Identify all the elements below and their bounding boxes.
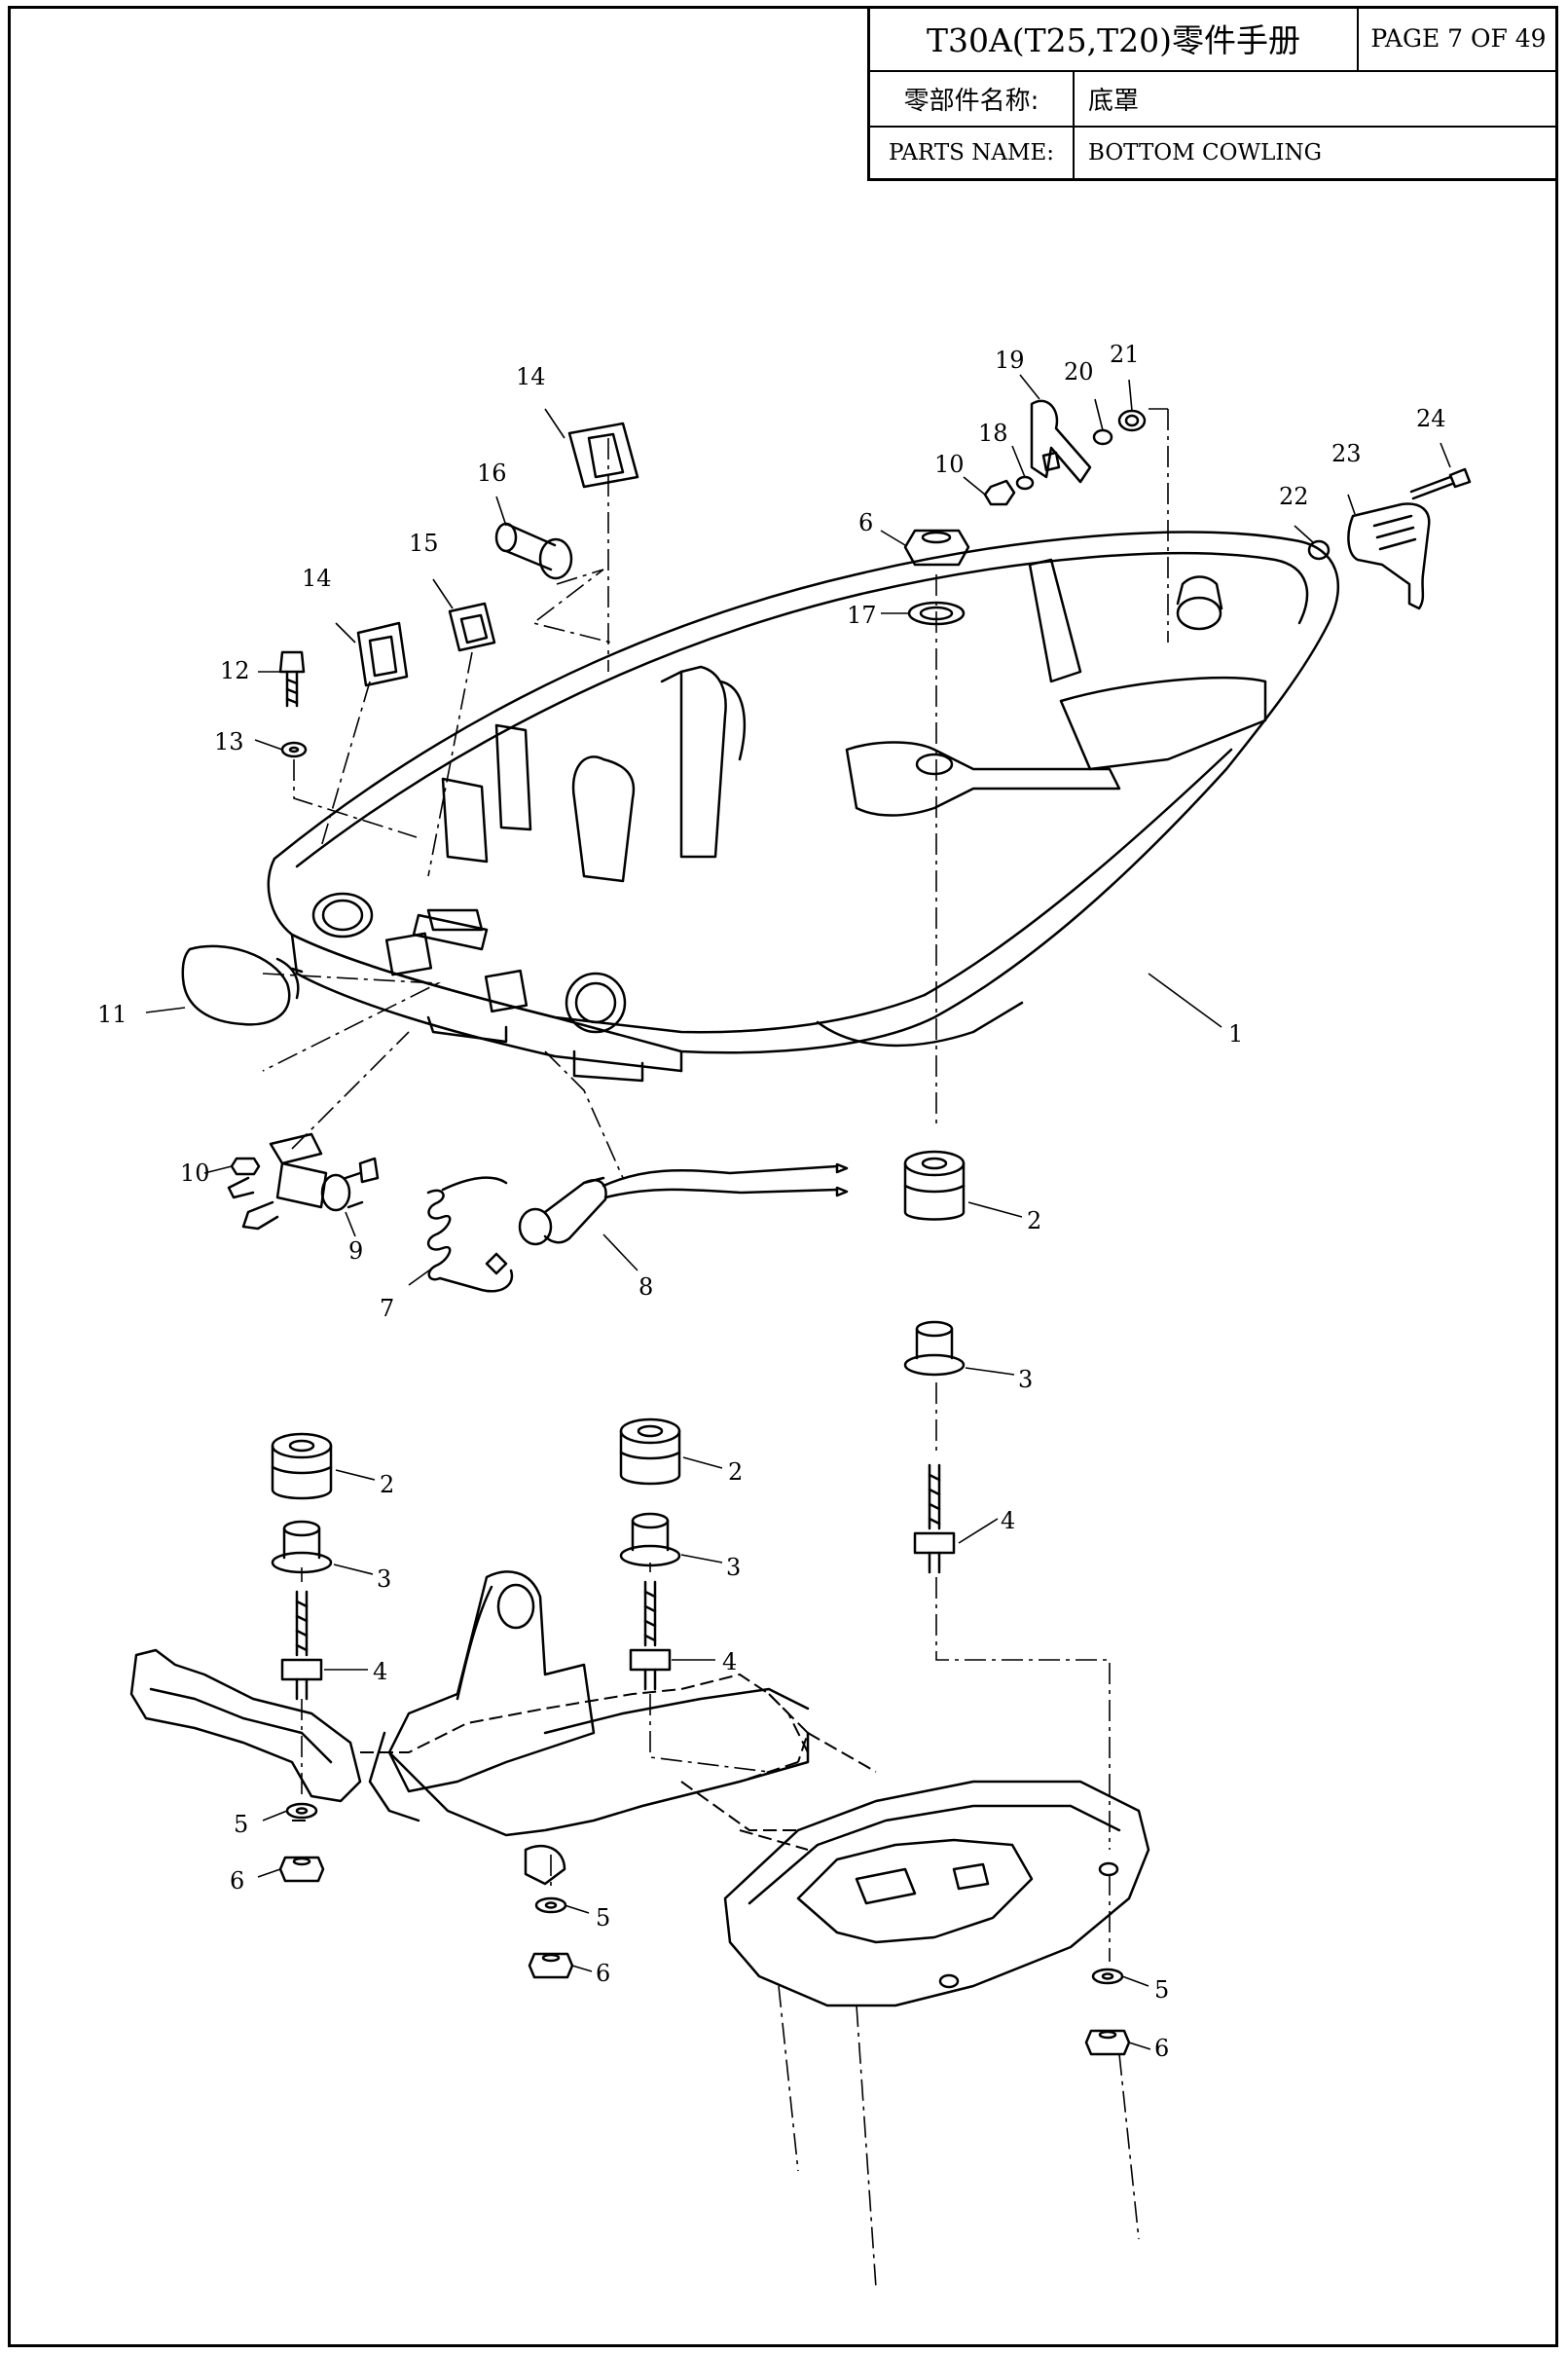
cowling-lock-part bbox=[1015, 399, 1472, 610]
callout-12: 12 bbox=[220, 657, 250, 684]
assembly-lines bbox=[262, 408, 1169, 2289]
callout-6: 6 bbox=[1154, 2035, 1169, 2062]
callout-3: 3 bbox=[377, 1565, 391, 1593]
page-border bbox=[8, 6, 1558, 2347]
grommet-plug-part bbox=[181, 944, 304, 1026]
fuel-connector-part bbox=[227, 1132, 380, 1231]
callout-3: 3 bbox=[726, 1554, 741, 1581]
collar-part bbox=[271, 1320, 966, 1574]
callout-5: 5 bbox=[596, 1904, 610, 1932]
callout-24: 24 bbox=[1416, 405, 1446, 432]
title-row: T30A(T25,T20)零件手册 PAGE 7 OF 49 bbox=[870, 6, 1558, 72]
callout-11: 11 bbox=[97, 1001, 128, 1028]
page-number: PAGE 7 OF 49 bbox=[1370, 23, 1547, 53]
callout-10: 10 bbox=[934, 451, 965, 478]
parts-name-label-en: PARTS NAME: bbox=[870, 128, 1075, 178]
manual-title: T30A(T25,T20)零件手册 bbox=[870, 6, 1359, 70]
mounting-bracket-part bbox=[129, 1570, 810, 1886]
callout-6: 6 bbox=[596, 1960, 610, 1987]
cn-name-row: 零部件名称: 底罩 bbox=[870, 72, 1558, 128]
en-name-row: PARTS NAME: BOTTOM COWLING bbox=[870, 128, 1558, 178]
callout-5: 5 bbox=[1154, 1976, 1169, 2004]
callout-22: 22 bbox=[1279, 483, 1309, 510]
callout-13: 13 bbox=[214, 728, 244, 755]
callout-10: 10 bbox=[180, 1159, 210, 1187]
callout-3: 3 bbox=[1018, 1366, 1033, 1393]
callout-14: 14 bbox=[302, 565, 332, 592]
callout-6: 6 bbox=[858, 509, 873, 536]
bottom-cowling-part bbox=[267, 531, 1340, 1083]
parts-name-value-cn: 底罩 bbox=[1088, 87, 1140, 116]
callout-4: 4 bbox=[722, 1648, 737, 1675]
callout-9: 9 bbox=[348, 1237, 363, 1265]
callout-2: 2 bbox=[380, 1471, 394, 1498]
callout-23: 23 bbox=[1331, 440, 1362, 467]
callout-21: 21 bbox=[1110, 341, 1140, 368]
engine-base-plate-part bbox=[723, 1780, 1150, 2007]
callout-4: 4 bbox=[373, 1658, 387, 1685]
callout-5: 5 bbox=[234, 1811, 248, 1838]
parts-name-label-cn: 零部件名称: bbox=[870, 72, 1075, 126]
rubber-grommet-part bbox=[271, 1150, 966, 1500]
callout-14: 14 bbox=[516, 363, 546, 390]
callout-15: 15 bbox=[409, 530, 439, 557]
callout-7: 7 bbox=[380, 1295, 394, 1322]
callout-18: 18 bbox=[978, 420, 1008, 447]
callout-6: 6 bbox=[230, 1867, 244, 1895]
callout-labels: 1 2 2 2 3 3 3 4 4 4 5 5 5 6 6 6 6 7 8 9 … bbox=[97, 341, 1446, 2062]
callout-2: 2 bbox=[1027, 1207, 1041, 1234]
lanyard-part bbox=[426, 1176, 514, 1293]
stud-bolt-part bbox=[280, 1463, 956, 1701]
grommet-sleeve-part bbox=[494, 522, 573, 580]
callout-20: 20 bbox=[1064, 358, 1094, 386]
callout-17: 17 bbox=[847, 602, 877, 629]
callout-4: 4 bbox=[1001, 1507, 1015, 1534]
leader-lines bbox=[145, 374, 1451, 2050]
hidden-lines bbox=[292, 1673, 877, 1851]
callout-16: 16 bbox=[477, 460, 507, 487]
washer-part bbox=[280, 601, 1124, 1985]
callout-19: 19 bbox=[995, 347, 1025, 374]
callout-2: 2 bbox=[728, 1458, 743, 1486]
bolt-part bbox=[278, 650, 306, 708]
callout-1: 1 bbox=[1228, 1020, 1243, 1048]
title-block: T30A(T25,T20)零件手册 PAGE 7 OF 49 零部件名称: 底罩… bbox=[867, 6, 1558, 181]
rubber-seal-part bbox=[356, 422, 639, 687]
callout-8: 8 bbox=[638, 1273, 653, 1301]
stop-switch-part bbox=[518, 1162, 849, 1246]
parts-name-value-en: BOTTOM COWLING bbox=[1088, 140, 1322, 166]
